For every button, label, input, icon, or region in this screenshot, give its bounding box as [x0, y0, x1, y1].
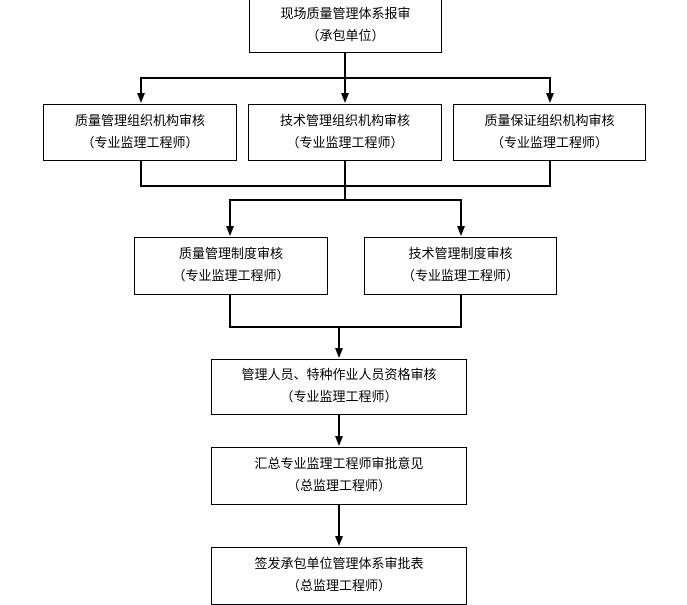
connector-line — [549, 77, 551, 93]
node-issue-approval-form: 签发承包单位管理体系审批表 （总监理工程师） — [211, 547, 467, 605]
connector-line — [344, 52, 346, 78]
node-title: 质量管理组织机构审核 — [74, 113, 205, 129]
node-quality-system-review: 质量管理制度审核 （专业监理工程师） — [134, 237, 328, 295]
node-title: 质量保证组织机构审核 — [484, 113, 615, 129]
node-role: （承包单位） — [306, 28, 385, 44]
node-title: 技术管理组织机构审核 — [279, 113, 410, 129]
node-role: （总监理工程师） — [286, 579, 391, 594]
node-title: 管理人员、特种作业人员资格审核 — [241, 368, 437, 383]
node-title: 现场质量管理体系报审 — [280, 6, 411, 22]
arrow-head — [335, 536, 343, 546]
node-role: （专业监理工程师） — [490, 135, 608, 151]
node-role: （专业监理工程师） — [81, 135, 199, 151]
connector-line — [229, 199, 231, 226]
node-tech-system-review: 技术管理制度审核 （专业监理工程师） — [364, 237, 557, 295]
connector-line — [229, 199, 462, 201]
arrow-head — [226, 226, 234, 236]
node-tech-org-review: 技术管理组织机构审核 （专业监理工程师） — [248, 104, 442, 161]
node-role: （专业监理工程师） — [280, 390, 398, 405]
node-title: 质量管理制度审核 — [178, 247, 283, 262]
connector-line — [229, 326, 462, 328]
connector-line — [140, 160, 142, 186]
node-role: （专业监理工程师） — [172, 269, 290, 284]
node-personnel-qualification-review: 管理人员、特种作业人员资格审核 （专业监理工程师） — [211, 359, 467, 415]
arrow-head — [335, 348, 343, 358]
connector-line — [344, 160, 346, 200]
node-summary-opinions: 汇总专业监理工程师审批意见 （总监理工程师） — [211, 447, 467, 505]
connector-line — [338, 414, 340, 436]
node-submit: 现场质量管理体系报审 （承包单位） — [249, 0, 442, 53]
connector-line — [344, 77, 346, 93]
connector-line — [460, 199, 462, 226]
connector-line — [140, 185, 551, 187]
arrow-head — [335, 436, 343, 446]
connector-line — [460, 294, 462, 327]
node-role: （专业监理工程师） — [286, 135, 404, 151]
node-title: 技术管理制度审核 — [408, 247, 513, 262]
connector-line — [338, 504, 340, 536]
arrow-head — [341, 93, 349, 103]
node-quality-org-review: 质量管理组织机构审核 （专业监理工程师） — [43, 104, 237, 161]
node-role: （专业监理工程师） — [401, 269, 519, 284]
node-title: 签发承包单位管理体系审批表 — [254, 557, 424, 572]
connector-line — [549, 160, 551, 186]
connector-line — [229, 294, 231, 327]
arrow-head — [137, 93, 145, 103]
node-role: （总监理工程师） — [286, 479, 391, 494]
arrow-head — [546, 93, 554, 103]
connector-line — [140, 77, 142, 93]
arrow-head — [457, 226, 465, 236]
node-assurance-org-review: 质量保证组织机构审核 （专业监理工程师） — [453, 104, 646, 161]
node-title: 汇总专业监理工程师审批意见 — [254, 457, 424, 472]
connector-line — [338, 326, 340, 348]
